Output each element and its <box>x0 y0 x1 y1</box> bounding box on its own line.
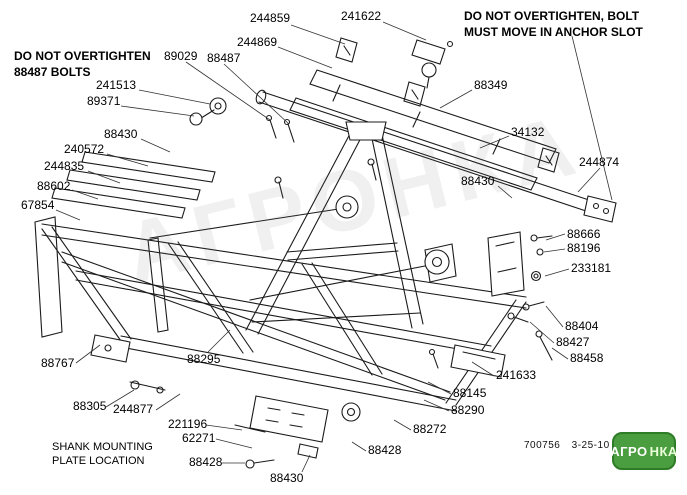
part-label-67854: 67854 <box>21 198 55 212</box>
note-do-not-overtighten-right: DO NOT OVERTIGHTEN, BOLT MUST MOVE IN AN… <box>464 9 643 40</box>
brand-logo-text-left: АГРО <box>610 443 648 459</box>
part-label-240572: 240572 <box>64 142 105 156</box>
part-label-241513: 241513 <box>96 78 137 92</box>
note-do-not-overtighten-left: DO NOT OVERTIGHTEN 88487 BOLTS <box>14 49 151 80</box>
part-label-241633: 241633 <box>496 368 537 382</box>
part-label-88290: 88290 <box>451 403 485 417</box>
part-label-241622: 241622 <box>341 9 382 23</box>
part-label-62271: 62271 <box>182 431 216 445</box>
note-line: MUST MOVE IN ANCHOR SLOT <box>464 24 643 39</box>
part-label-88305: 88305 <box>73 399 107 413</box>
part-label-88349: 88349 <box>474 78 508 92</box>
part-label-88487: 88487 <box>207 51 241 65</box>
part-label-88666: 88666 <box>567 227 601 241</box>
part-label-88430-left: 88430 <box>104 127 138 141</box>
leader-lines <box>55 21 613 473</box>
part-label-88272: 88272 <box>413 422 447 436</box>
frame-drawing <box>34 37 617 469</box>
part-label-88145: 88145 <box>453 386 487 400</box>
part-label-89371: 89371 <box>87 94 121 108</box>
part-label-88767: 88767 <box>41 356 75 370</box>
note-line: DO NOT OVERTIGHTEN <box>14 49 151 63</box>
note-line: PLATE LOCATION <box>52 455 145 468</box>
part-label-88602: 88602 <box>37 179 71 193</box>
part-label-244869: 244869 <box>237 35 278 49</box>
note-line: SHANK MOUNTING <box>52 441 153 453</box>
part-label-88196: 88196 <box>567 241 601 255</box>
part-label-244874: 244874 <box>579 155 620 169</box>
note-line: DO NOT OVERTIGHTEN, BOLT <box>464 9 640 23</box>
part-label-88295: 88295 <box>187 352 221 366</box>
part-label-88404: 88404 <box>565 319 599 333</box>
part-label-88430-center: 88430 <box>461 174 495 188</box>
part-label-244877: 244877 <box>113 402 154 416</box>
document-date: 3-25-10 <box>571 440 610 451</box>
part-label-88430-bottom: 88430 <box>270 471 304 485</box>
part-label-88427: 88427 <box>556 335 590 349</box>
brand-logo: АГРО НКА <box>610 432 678 470</box>
note-shank-mounting: SHANK MOUNTING PLATE LOCATION <box>52 440 153 469</box>
part-label-88458: 88458 <box>570 351 604 365</box>
part-label-221196: 221196 <box>168 417 208 431</box>
document-reference: 700756 3-25-10 <box>524 440 618 451</box>
part-label-233181: 233181 <box>571 261 612 275</box>
brand-logo-text-right: НКА <box>649 443 678 459</box>
part-label-88428-left: 88428 <box>189 455 223 469</box>
part-label-89029: 89029 <box>164 49 198 63</box>
part-label-244835: 244835 <box>44 159 85 173</box>
part-label-34132: 34132 <box>511 125 545 139</box>
note-line: 88487 BOLTS <box>14 64 91 79</box>
part-label-88428-center: 88428 <box>368 443 402 457</box>
part-label-244859: 244859 <box>250 11 291 25</box>
document-number: 700756 <box>524 440 561 451</box>
